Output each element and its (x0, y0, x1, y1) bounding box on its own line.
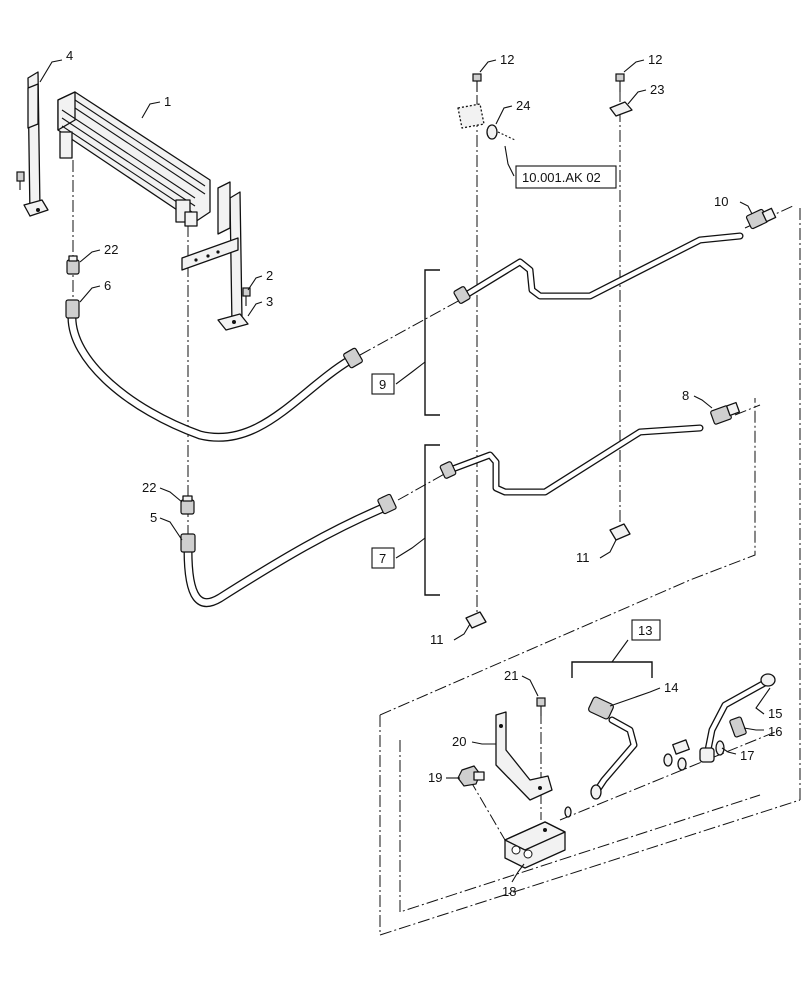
boxed-callout-7[interactable]: 7 (371, 547, 395, 569)
manifold-18 (504, 821, 566, 869)
callout-17[interactable]: 17 (740, 748, 754, 763)
callout-19[interactable]: 19 (428, 770, 442, 785)
callout-22-upper[interactable]: 22 (104, 242, 118, 257)
clip-23 (609, 101, 633, 117)
fitting-8 (710, 401, 741, 425)
callout-12-right[interactable]: 12 (648, 52, 662, 67)
tube-9 (453, 232, 744, 304)
bolt-21 (536, 697, 546, 716)
bolt-12-right (615, 73, 625, 92)
hose-6 (65, 299, 363, 442)
washer-17 (715, 740, 725, 756)
tube-14 (588, 696, 638, 800)
left-bolt (16, 171, 25, 190)
reference-link[interactable]: 10.001.AK 02 (522, 170, 601, 185)
group-bracket-13 (571, 639, 653, 678)
callout-20[interactable]: 20 (452, 734, 466, 749)
callout-3[interactable]: 3 (266, 294, 273, 309)
leader-lines (39, 59, 771, 883)
callout-15[interactable]: 15 (768, 706, 782, 721)
right-bracket (181, 181, 249, 331)
clamp-top (457, 103, 485, 129)
bolt-2 (242, 287, 251, 306)
tube-15 (699, 673, 776, 763)
callout-5[interactable]: 5 (150, 510, 157, 525)
callout-10[interactable]: 10 (714, 194, 728, 209)
group-bracket-7 (424, 444, 440, 596)
reference-box[interactable]: 10.001.AK 02 (515, 165, 617, 189)
callout-6[interactable]: 6 (104, 278, 111, 293)
bracket-20 (495, 711, 553, 801)
clip-11-right (609, 523, 631, 541)
left-bracket (23, 71, 49, 217)
o-rings (564, 739, 690, 818)
hose-5 (180, 493, 397, 607)
callout-9[interactable]: 9 (379, 377, 386, 392)
callout-7[interactable]: 7 (379, 551, 386, 566)
callout-12-left[interactable]: 12 (500, 52, 514, 67)
callout-22-lower[interactable]: 22 (142, 480, 156, 495)
manifold-group-outline (379, 205, 801, 936)
callout-1[interactable]: 1 (164, 94, 171, 109)
callout-8[interactable]: 8 (682, 388, 689, 403)
callout-labels: 4 1 2 3 22 6 22 5 12 12 23 24 10 8 11 11… (66, 48, 782, 899)
oil-cooler (57, 91, 211, 227)
callout-4[interactable]: 4 (66, 48, 73, 63)
fitting-22-lower (180, 495, 195, 515)
callout-21[interactable]: 21 (504, 668, 518, 683)
bolt-12-left (472, 73, 482, 92)
callout-24[interactable]: 24 (516, 98, 530, 113)
fitting-22-upper (66, 255, 80, 275)
boxed-callout-9[interactable]: 9 (371, 373, 395, 395)
fitting-19 (457, 765, 485, 787)
tube-7 (439, 424, 704, 496)
boxed-callout-13[interactable]: 13 (631, 619, 661, 641)
callout-14[interactable]: 14 (664, 680, 678, 695)
callout-23[interactable]: 23 (650, 82, 664, 97)
callout-18[interactable]: 18 (502, 884, 516, 899)
group-bracket-9 (424, 269, 440, 416)
callout-16[interactable]: 16 (768, 724, 782, 739)
fitting-10 (745, 207, 777, 230)
bolt-16 (729, 716, 747, 738)
callout-11-left[interactable]: 11 (430, 632, 444, 647)
washer-24 (486, 124, 516, 141)
callout-2[interactable]: 2 (266, 268, 273, 283)
callout-13[interactable]: 13 (638, 623, 652, 638)
callout-11-right[interactable]: 11 (576, 550, 590, 565)
